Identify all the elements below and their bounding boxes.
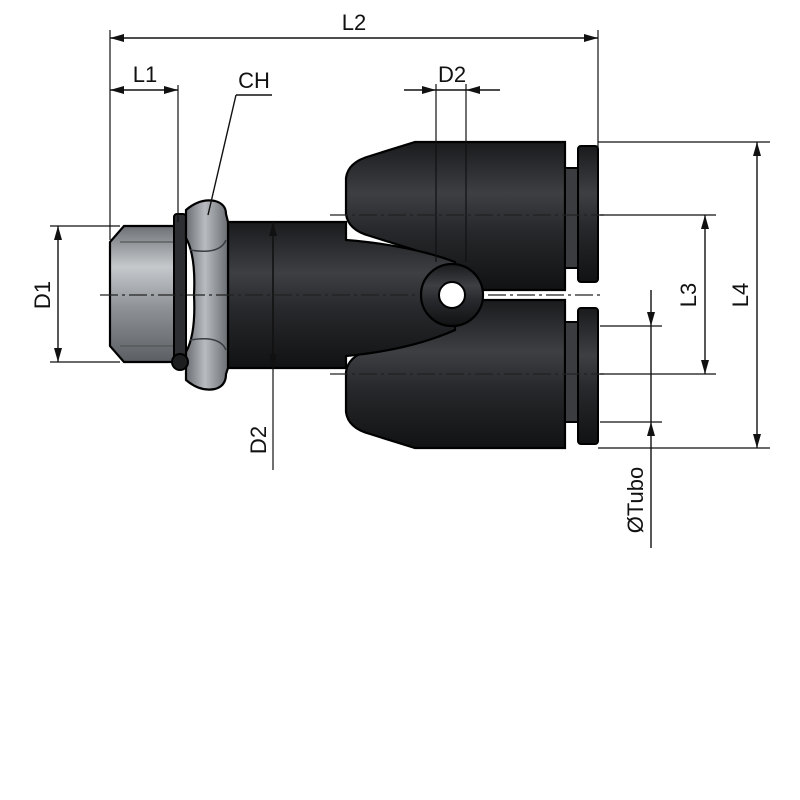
label-l3: L3 [676, 283, 701, 307]
eyelet-hole [438, 281, 466, 309]
label-d2-side: D2 [246, 426, 271, 454]
threaded-spigot [108, 224, 178, 364]
dimension-d2-side [269, 222, 277, 368]
upper-collet [564, 145, 599, 283]
dimension-l4 [753, 142, 761, 448]
lower-collet [564, 307, 599, 445]
dimension-labels: L2 L1 CH D2 D1 D2 L3 L4 ØTubo [30, 10, 753, 533]
label-tube: ØTubo [623, 467, 648, 533]
dimension-l1 [110, 86, 178, 94]
seal-washer [173, 213, 187, 365]
dimension-l2 [110, 34, 598, 42]
label-l2: L2 [342, 10, 366, 35]
label-ch: CH [238, 68, 270, 93]
upper-branch [344, 140, 567, 292]
label-l1: L1 [133, 62, 157, 87]
center-lines [100, 214, 604, 375]
dimension-d1 [54, 226, 62, 362]
dimension-ch [207, 94, 272, 216]
dimension-tube [647, 290, 655, 548]
thread-section [108, 199, 230, 391]
dimension-l3 [701, 215, 709, 374]
label-d2-top: D2 [438, 62, 466, 87]
label-l4: L4 [728, 283, 753, 307]
o-ring [171, 353, 189, 371]
dimension-d2-top [404, 86, 500, 94]
label-d1: D1 [30, 281, 55, 309]
